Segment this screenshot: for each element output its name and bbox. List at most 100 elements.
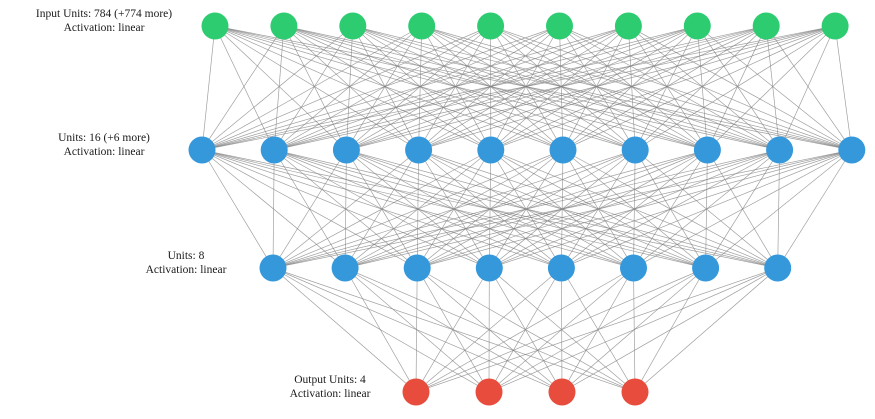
network-node-hidden-layer-1-3[interactable] (405, 136, 433, 164)
network-node-hidden-layer-1-2[interactable] (332, 136, 360, 164)
network-edge (633, 149, 852, 269)
network-edge (421, 25, 636, 151)
network-edge (562, 25, 629, 151)
network-edge (272, 149, 275, 269)
network-node-input-layer-1[interactable] (270, 12, 298, 40)
network-edge (628, 25, 708, 151)
network-edge (421, 25, 492, 151)
network-edge (418, 25, 767, 151)
network-edge (418, 25, 423, 151)
network-edge (201, 25, 560, 151)
network-node-hidden-layer-1-4[interactable] (477, 136, 505, 164)
network-edge (415, 267, 490, 393)
network-edge (696, 25, 708, 151)
network-edge (272, 149, 491, 269)
network-node-hidden-layer-2-7[interactable] (764, 254, 792, 282)
network-edge (418, 25, 836, 151)
network-edge (274, 25, 560, 151)
network-edge (352, 25, 852, 151)
network-edge (561, 149, 852, 269)
network-edge (346, 25, 698, 151)
network-edge (561, 267, 636, 393)
network-edge (214, 25, 636, 151)
network-edge (272, 149, 636, 269)
edges-group (201, 25, 853, 393)
network-node-hidden-layer-2-6[interactable] (692, 254, 720, 282)
network-edge (777, 149, 853, 269)
network-edge (344, 267, 417, 393)
network-node-input-layer-8[interactable] (752, 12, 780, 40)
network-edge (418, 25, 629, 151)
network-edge (765, 25, 780, 151)
network-edge (415, 267, 706, 393)
network-edge (697, 25, 853, 151)
network-edge (562, 25, 767, 151)
network-edge (352, 25, 636, 151)
network-edge (490, 25, 852, 151)
network-edge (489, 149, 852, 269)
network-node-hidden-layer-2-3[interactable] (475, 254, 503, 282)
network-node-hidden-layer-1-0[interactable] (188, 136, 216, 164)
network-edge (346, 25, 422, 151)
network-node-input-layer-2[interactable] (339, 12, 367, 40)
network-node-input-layer-3[interactable] (408, 12, 436, 40)
network-node-input-layer-7[interactable] (683, 12, 711, 40)
network-edge (272, 149, 419, 269)
network-edge (559, 25, 780, 151)
network-node-hidden-layer-1-9[interactable] (838, 136, 866, 164)
network-node-hidden-layer-1-6[interactable] (621, 136, 649, 164)
network-node-hidden-layer-2-4[interactable] (547, 254, 575, 282)
network-edge (214, 25, 491, 151)
network-edge (283, 25, 708, 151)
network-node-hidden-layer-2-1[interactable] (331, 254, 359, 282)
network-node-output-layer-2[interactable] (548, 378, 576, 406)
network-edge (283, 25, 491, 151)
network-edge (283, 25, 636, 151)
network-node-hidden-layer-1-7[interactable] (693, 136, 721, 164)
network-edge (273, 25, 354, 151)
network-node-output-layer-1[interactable] (475, 378, 503, 406)
network-edge (421, 25, 852, 151)
network-edge (634, 25, 698, 151)
network-node-input-layer-5[interactable] (546, 12, 573, 40)
network-edge (697, 25, 780, 151)
network-node-hidden-layer-2-0[interactable] (259, 254, 287, 282)
network-edge (415, 267, 634, 393)
network-edge (635, 25, 836, 151)
network-edge (272, 149, 708, 269)
network-edge (272, 149, 852, 269)
network-edge (628, 25, 780, 151)
network-node-hidden-layer-2-5[interactable] (620, 254, 647, 282)
network-node-output-layer-3[interactable] (621, 378, 649, 406)
network-node-input-layer-0[interactable] (201, 12, 229, 40)
network-edge (274, 25, 836, 151)
network-edge (421, 25, 708, 151)
network-edge (201, 25, 354, 151)
network-edge (415, 267, 418, 393)
network-node-hidden-layer-1-1[interactable] (260, 136, 288, 164)
network-edge (283, 25, 564, 151)
network-edge (345, 149, 852, 269)
network-edge (765, 25, 853, 151)
network-edge (201, 149, 274, 269)
network-node-input-layer-6[interactable] (614, 12, 642, 40)
network-edge (283, 25, 347, 151)
network-edge (415, 267, 562, 393)
network-node-input-layer-4[interactable] (477, 12, 505, 40)
network-edge (707, 25, 767, 151)
network-node-input-layer-9[interactable] (821, 12, 849, 40)
network-edge (628, 25, 852, 151)
network-node-hidden-layer-2-2[interactable] (403, 254, 431, 282)
network-edge (490, 25, 564, 151)
network-edge (634, 267, 778, 393)
network-edge (352, 25, 780, 151)
network-node-hidden-layer-1-8[interactable] (766, 136, 794, 164)
network-edge (214, 25, 564, 151)
network-edge (421, 25, 780, 151)
network-node-hidden-layer-1-5[interactable] (549, 136, 577, 164)
network-edge (272, 267, 490, 393)
network-node-output-layer-0[interactable] (402, 378, 430, 406)
network-edge (634, 25, 767, 151)
network-edge (421, 25, 564, 151)
